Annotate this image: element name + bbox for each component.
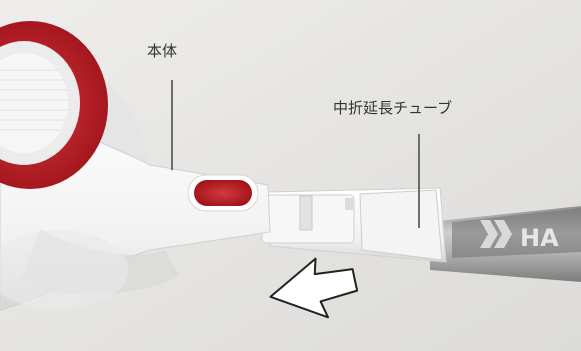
label-extension-tube: 中折延長チューブ xyxy=(333,99,453,117)
red-ring xyxy=(0,21,108,189)
tube-joint xyxy=(261,187,447,263)
outline-arrow-left-icon xyxy=(269,257,359,319)
brand-logo-partial: HA xyxy=(480,220,559,252)
release-button xyxy=(187,174,259,212)
brand-text: HA xyxy=(520,224,559,252)
label-body: 本体 xyxy=(147,42,178,60)
